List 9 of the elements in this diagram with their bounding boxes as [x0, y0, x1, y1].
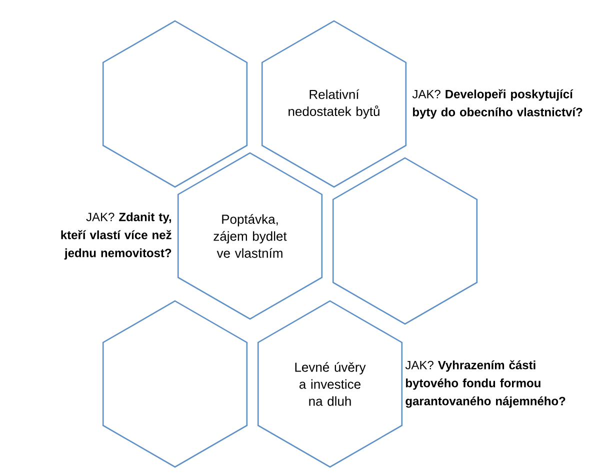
hexagon-box: Levné úvěry a investice na dluh	[257, 300, 403, 468]
annotation-text: JAK? Developeři poskytující byty do obecního vlastnictví?	[412, 89, 582, 119]
hexagon-box: Poptávka, zájem bydlet ve vlastním	[177, 152, 323, 320]
empty-hexagon	[102, 300, 248, 468]
empty-hexagon	[102, 20, 248, 188]
hexagon-box: Relativní nedostatek bytů	[261, 20, 407, 188]
annotation-text: JAK? Vyhrazením části bytového fondu formou garantovaného nájemného?	[405, 360, 566, 408]
empty-hexagon	[332, 157, 478, 325]
annotation-text: JAK? Zdanit ty, kteří vlastí více než jednu nemovitost?	[61, 212, 172, 260]
